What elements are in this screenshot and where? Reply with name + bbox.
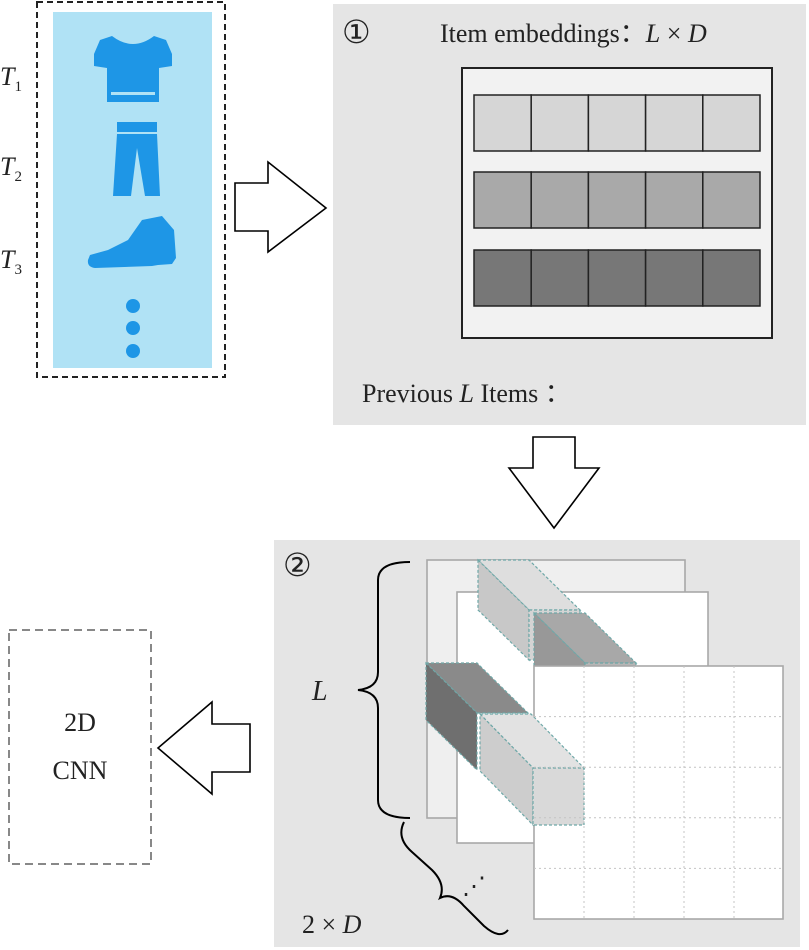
embedding-cell xyxy=(702,94,761,152)
cuboid-light-front xyxy=(478,712,586,827)
embedding-cell xyxy=(644,249,704,307)
embedding-cell xyxy=(644,94,704,152)
embedding-cell xyxy=(702,249,761,307)
embedding-cell xyxy=(587,94,647,152)
t2-label: T2 xyxy=(0,152,22,186)
step2-marker: ② xyxy=(283,547,312,583)
plane-gridlines xyxy=(534,666,783,919)
embedding-cell xyxy=(587,249,647,307)
step1-marker: ① xyxy=(342,14,371,50)
tshirt-icon xyxy=(94,34,172,102)
embedding-cell xyxy=(473,249,532,307)
width-label: 2 × D xyxy=(302,910,362,939)
input-sequence-frame xyxy=(36,1,226,378)
depth-ellipsis: ⋰ xyxy=(462,874,486,900)
cnn-label-line2: CNN xyxy=(52,756,108,785)
step1-caption: Previous L Items ： xyxy=(362,379,571,408)
t3-label: T3 xyxy=(0,245,22,279)
step1-title: Item embeddings：L × D xyxy=(440,19,707,48)
cuboid-dark xyxy=(424,661,530,772)
arrow-down-icon xyxy=(507,436,601,530)
l-brace xyxy=(357,561,411,819)
t1-label: T1 xyxy=(0,62,22,96)
embedding-rows xyxy=(473,94,761,307)
shoe-icon xyxy=(87,216,176,268)
embedding-cell xyxy=(587,171,647,229)
embedding-cell xyxy=(530,249,590,307)
brace-l-label: L xyxy=(312,676,328,707)
width-brace xyxy=(400,821,509,936)
embedding-cell xyxy=(530,94,590,152)
cnn-label-line1: 2D xyxy=(64,708,96,737)
arrow-left-icon xyxy=(156,700,251,796)
embedding-cell xyxy=(702,171,761,229)
cnn-box xyxy=(8,629,152,865)
jeans-icon xyxy=(113,122,160,196)
embedding-cell xyxy=(473,171,532,229)
embedding-cell xyxy=(473,94,532,152)
embedding-cell xyxy=(644,171,704,229)
ellipsis-dots-icon xyxy=(126,299,140,358)
embedding-cell xyxy=(530,171,590,229)
arrow-right-icon xyxy=(234,160,328,254)
